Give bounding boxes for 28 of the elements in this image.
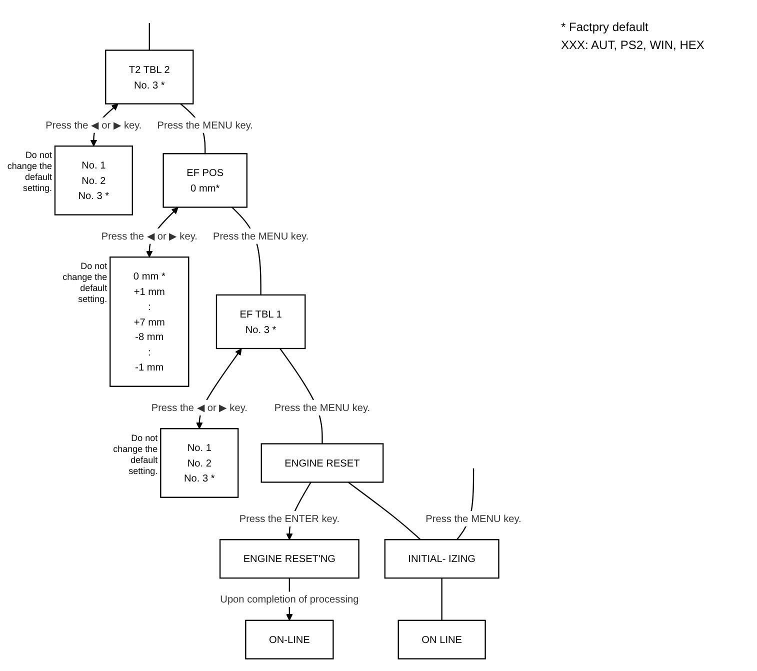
edge-label: Press the MENU key. [157, 118, 253, 131]
node-box: ENGINE RESET [260, 443, 384, 483]
connector [348, 482, 421, 540]
node-box: EF POS 0 mm* [162, 153, 248, 208]
edge-label: Press the ◀ or ▶ key. [101, 230, 198, 242]
node-note: Do not change the default setting. [112, 432, 158, 477]
edge-label: Press the ◀ or ▶ key. [151, 401, 248, 414]
node-box: EF TBL 1 No. 3 * [216, 294, 306, 350]
edge-label: Upon completion of processing [220, 593, 359, 605]
edge-label: Press the ◀ or ▶ key. [46, 118, 142, 131]
connector [148, 23, 150, 50]
edge-label: Press the MENU key. [212, 230, 309, 242]
node-box: T2 TBL 2 No. 3 * [105, 50, 194, 104]
edge-label: Press the ENTER key. [239, 512, 340, 524]
node-note: Do not change the default setting. [62, 261, 108, 306]
node-box: INITIAL- IZING [384, 539, 500, 579]
node-box: 0 mm * +1 mm : +7 mm -8 mm : -1 mm [110, 256, 190, 387]
node-box: No. 1 No. 2 No. 3 * [160, 428, 239, 498]
node-box: ON LINE [398, 620, 486, 660]
edge-label: Press the MENU key. [426, 512, 522, 524]
connector [441, 578, 442, 620]
edge-label: Press the MENU key. [274, 401, 370, 414]
node-box: ENGINE RESET'NG [219, 539, 360, 579]
node-note: Do not change the default setting. [6, 150, 52, 194]
node-box: ON-LINE [245, 620, 334, 660]
footnote: XXX: AUT, PS2, WIN, HEX [561, 38, 706, 52]
node-box: No. 1 No. 2 No. 3 * [54, 146, 133, 216]
footnote: * Factpry default [561, 20, 650, 34]
